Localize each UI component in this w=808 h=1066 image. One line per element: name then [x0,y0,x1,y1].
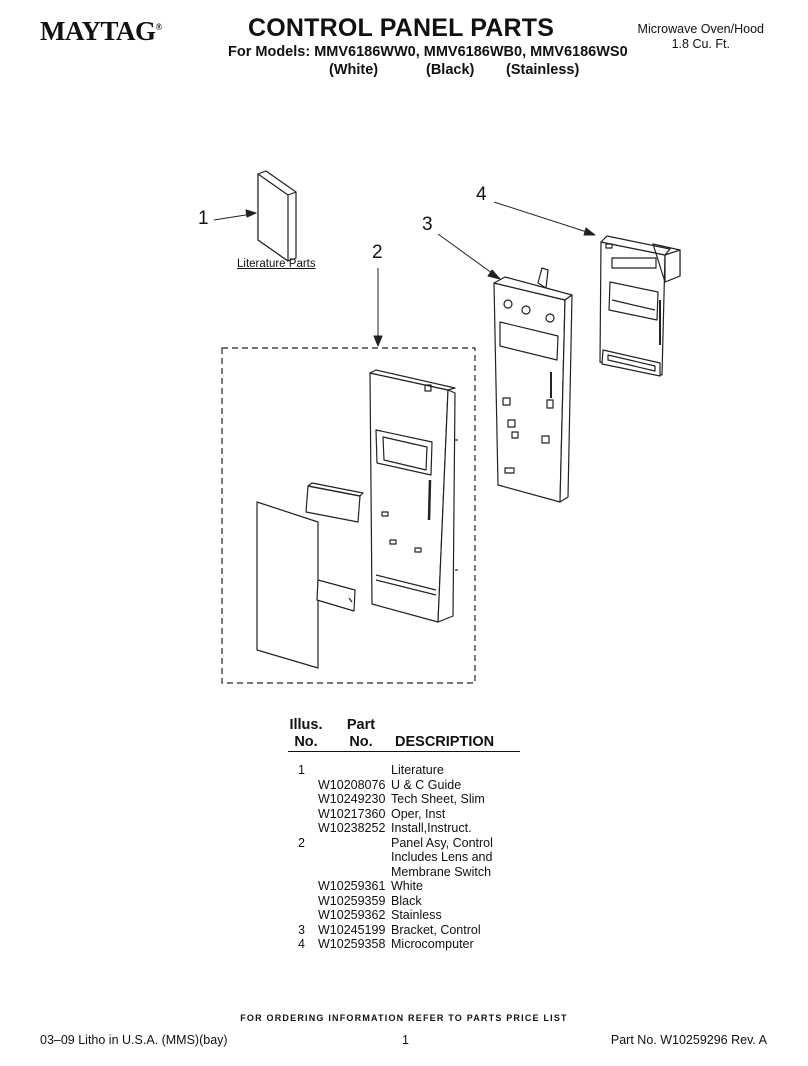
registered-mark: ® [155,22,163,32]
color-white: (White) [329,62,379,78]
part-description: Tech Sheet, Slim [391,792,485,806]
illus-no-header: Illus. No. [289,717,323,750]
panel-assembly-boundary [221,347,476,684]
part-description: Install,Instruct. [391,821,472,835]
callout-2: 2 [372,242,383,263]
part-number: W10245199 [318,922,386,937]
document-part-number: Part No. W10259296 Rev. A [610,1033,767,1047]
color-black: (Black) [426,62,475,78]
ordering-note: FOR ORDERING INFORMATION REFER TO PARTS … [240,1013,568,1023]
table-row: W10259362 Stainless [288,908,548,923]
part-number: W10217360 [318,806,386,821]
description-header: DESCRIPTION [395,734,495,750]
part-description: Panel Asy, Control [391,835,493,850]
callout-3: 3 [422,214,433,235]
part-number: W10238252 [318,821,386,835]
table-row: W10208076 U & C Guide [288,778,548,793]
literature-booklet [257,170,297,262]
callout-leaders [213,201,596,347]
callout-4: 4 [476,184,487,205]
part-description: Bracket, Control [391,922,481,937]
page-number: 1 [402,1033,409,1047]
table-row: 1 Literature [288,763,548,778]
table-row: Includes Lens and [288,850,548,865]
table-row: 4 W10259358 Microcomputer [288,937,548,952]
models-line: For Models: MMV6186WW0, MMV6186WB0, MMV6… [228,44,628,60]
illus-number: 4 [298,937,305,951]
table-row: W10259361 White [288,879,548,894]
table-row: 2 Panel Asy, Control [288,836,548,851]
control-panel-assembly [256,369,458,669]
part-description: Membrane Switch [391,864,492,879]
part-number: W10249230 [318,792,386,806]
color-stainless: (Stainless) [506,62,580,78]
part-number: W10259361 [318,879,386,893]
microcomputer-board [599,235,681,377]
illus-number: 2 [298,835,305,850]
part-description: Microcomputer [391,937,474,951]
brand-logo: MAYTAG® [40,16,162,47]
product-type: Microwave Oven/Hood [637,22,764,36]
part-no-header: Part No. [346,717,376,750]
part-description: White [391,879,423,893]
part-description: U & C Guide [391,777,462,792]
table-row: W10259359 Black [288,894,548,909]
illus-number: 1 [298,763,305,777]
part-description: Black [391,893,422,908]
literature-parts-label: Literature Parts [237,258,316,270]
part-number: W10208076 [318,777,386,792]
part-description: Stainless [391,908,442,922]
table-row: W10238252 Install,Instruct. [288,821,548,836]
control-bracket [493,267,573,503]
table-header-rule: DESCRIPTION [288,734,520,752]
litho-info: 03–09 Litho in U.S.A. (MMS)(bay) [40,1033,228,1047]
table-row: W10217360 Oper, Inst [288,807,548,822]
table-row: Membrane Switch [288,865,548,880]
table-row: 3 W10245199 Bracket, Control [288,923,548,938]
page-title: CONTROL PANEL PARTS [248,14,555,42]
brand-name: MAYTAG [40,16,156,46]
callout-1: 1 [198,208,209,229]
part-description: Literature [391,763,444,777]
part-number: W10259362 [318,908,386,922]
part-number: W10259359 [318,893,386,908]
part-description: Oper, Inst [391,806,446,821]
product-description: Microwave Oven/Hood 1.8 Cu. Ft. [638,22,764,52]
part-number: W10259358 [318,937,386,951]
table-row: W10249230 Tech Sheet, Slim [288,792,548,807]
illus-number: 3 [298,922,305,937]
part-description: Includes Lens and [391,850,493,864]
product-capacity: 1.8 Cu. Ft. [671,37,730,51]
